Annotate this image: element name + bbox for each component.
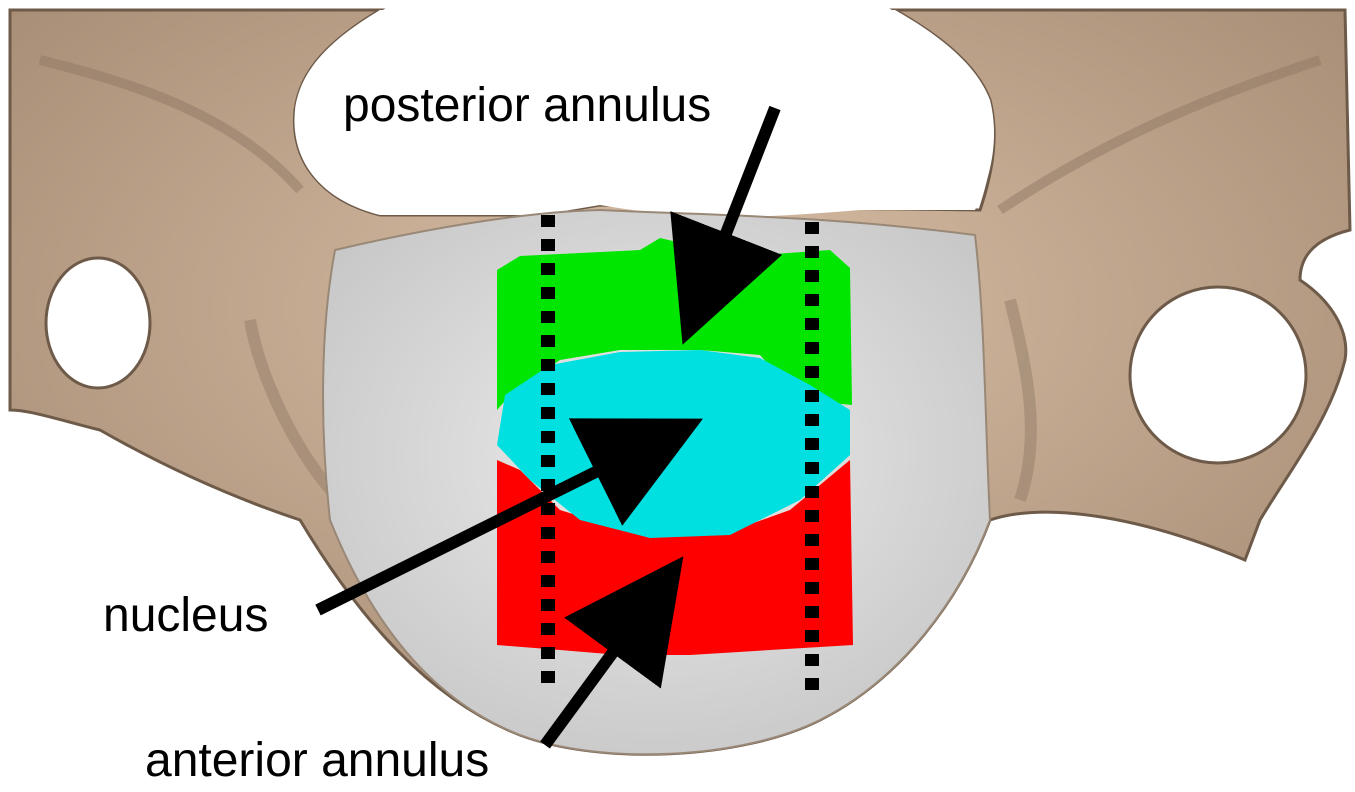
anterior-annulus-label: anterior annulus: [145, 737, 489, 785]
nucleus-label: nucleus: [103, 592, 268, 640]
right-foramen: [1130, 287, 1306, 463]
posterior-annulus-label: posterior annulus: [343, 82, 711, 130]
left-foramen: [46, 258, 150, 388]
